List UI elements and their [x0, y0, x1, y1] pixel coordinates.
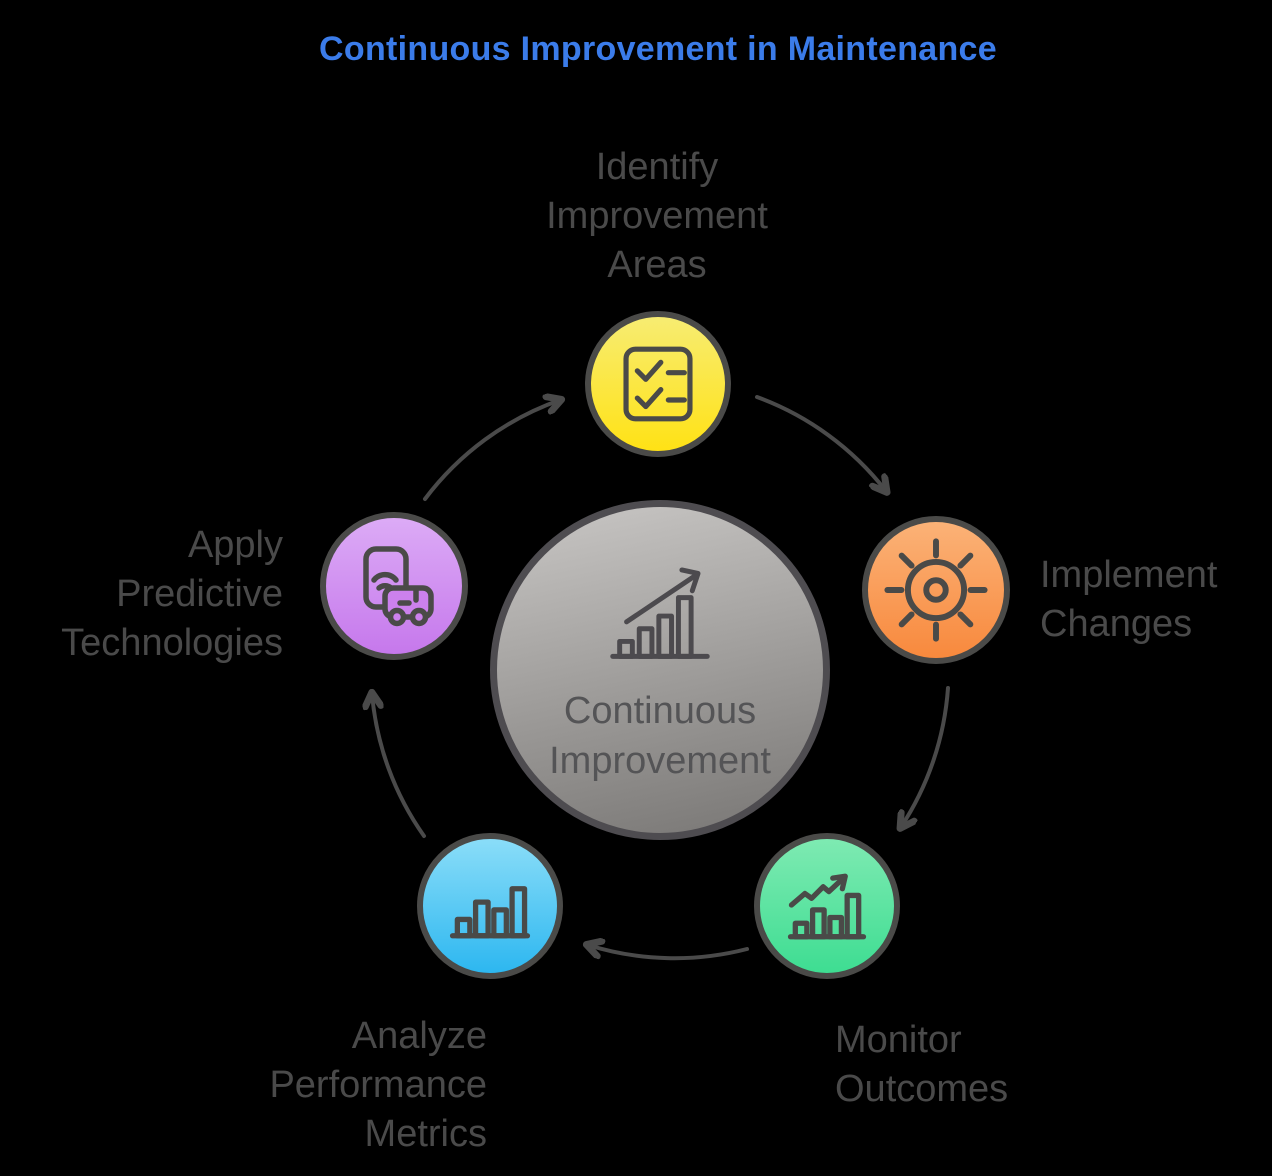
label-identify-improvement-areas: Identify Improvement Areas [546, 146, 768, 286]
node-apply-predictive-technologies [320, 512, 468, 660]
diagram-title: Continuous Improvement in Maintenance [319, 30, 997, 68]
node-monitor-outcomes [754, 833, 900, 979]
label-implement-changes: Implement Changes [1040, 554, 1218, 645]
checklist-icon [623, 346, 693, 422]
node-implement-changes [862, 516, 1010, 664]
bar-chart-icon [449, 886, 531, 939]
rising-bar-chart-arrow-icon [610, 567, 710, 659]
arrow-identify-to-implement [755, 395, 886, 491]
center-label: Continuous Improvement [549, 689, 771, 782]
label-monitor-outcomes: Monitor Outcomes [835, 1019, 1009, 1110]
label-analyze-performance-metrics: Analyze Performance Metrics [269, 1015, 487, 1155]
node-identify-improvement-areas [585, 311, 731, 457]
trend-up-chart-icon [787, 873, 867, 940]
arrow-analyze-to-apply [372, 694, 426, 838]
gear-icon [884, 538, 988, 642]
arrow-implement-to-monitor [901, 686, 950, 827]
label-apply-predictive-technologies: Apply Predictive Technologies [61, 524, 283, 664]
node-analyze-performance-metrics [417, 833, 563, 979]
center-continuous-improvement-hub: Continuous Improvement [490, 500, 830, 840]
arrow-monitor-to-analyze [588, 945, 749, 961]
phone-vehicle-icon [363, 546, 434, 627]
arrow-apply-to-identify [423, 400, 560, 501]
